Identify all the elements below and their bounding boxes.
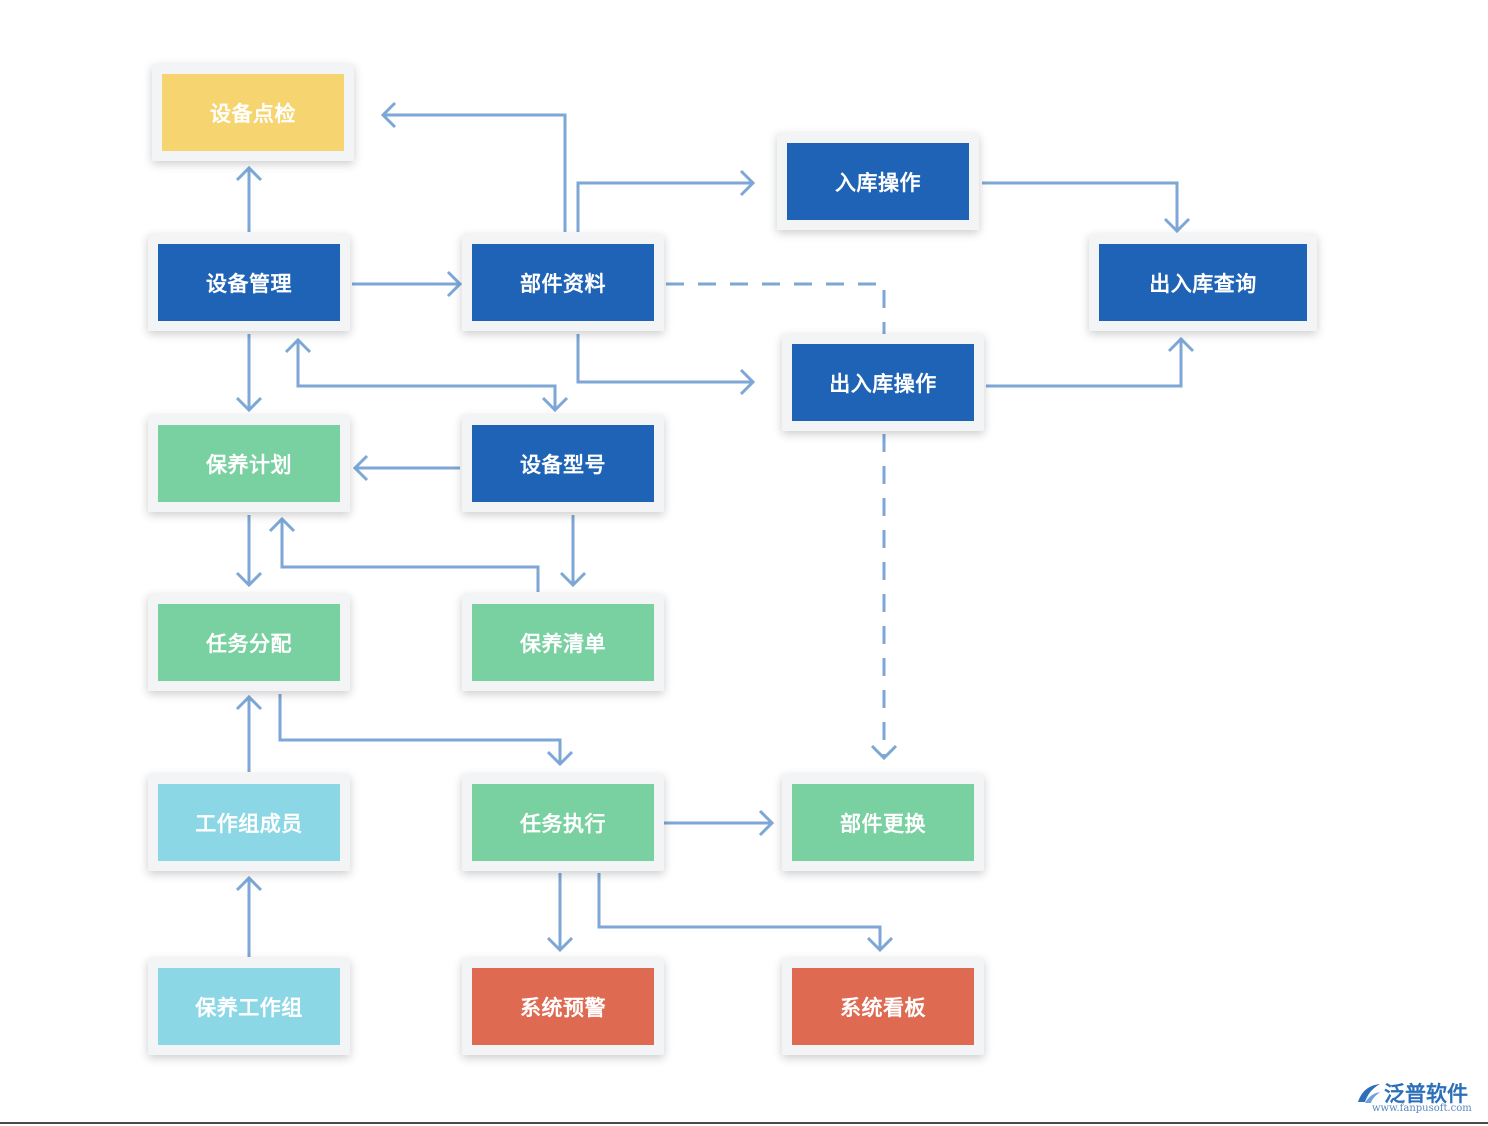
edge-assignment-to-execution	[278, 694, 574, 767]
node-task-execution[interactable]: 任务执行	[462, 774, 664, 871]
node-device-inspection[interactable]: 设备点检	[152, 64, 354, 161]
edge-parts-to-stock-inout	[576, 334, 756, 396]
node-label: 系统预警	[472, 968, 654, 1045]
node-stock-query[interactable]: 出入库查询	[1089, 234, 1317, 331]
node-parts-data[interactable]: 部件资料	[462, 234, 664, 331]
node-maintenance-plan[interactable]: 保养计划	[148, 415, 350, 512]
node-label: 保养计划	[158, 425, 340, 502]
node-stock-in[interactable]: 入库操作	[777, 133, 979, 230]
edge-plan-to-assignment	[235, 515, 263, 588]
node-label: 保养工作组	[158, 968, 340, 1045]
node-label: 部件更换	[792, 784, 974, 861]
node-label: 保养清单	[472, 604, 654, 681]
edge-parts-to-stock-in	[576, 169, 756, 232]
node-label: 系统看板	[792, 968, 974, 1045]
edge-members-to-assignment	[235, 694, 263, 772]
edge-parts-to-inspection	[380, 101, 567, 232]
node-label: 部件资料	[472, 244, 654, 321]
node-task-assignment[interactable]: 任务分配	[148, 594, 350, 691]
node-label: 工作组成员	[158, 784, 340, 861]
node-label: 任务分配	[158, 604, 340, 681]
node-maintenance-team[interactable]: 保养工作组	[148, 958, 350, 1055]
node-device-model[interactable]: 设备型号	[462, 415, 664, 512]
edge-execution-to-dashboard	[597, 873, 894, 953]
edge-replacement-arrowhead	[870, 744, 898, 761]
edge-model-to-plan	[352, 454, 460, 482]
node-part-replacement[interactable]: 部件更换	[782, 774, 984, 871]
edge-model-to-list	[559, 515, 587, 588]
brand-swoosh-icon	[1358, 1084, 1380, 1103]
node-maintenance-list[interactable]: 保养清单	[462, 594, 664, 691]
edge-management-to-parts	[352, 270, 463, 298]
edge-execution-to-replacement	[664, 809, 775, 837]
edge-list-to-plan	[268, 516, 540, 592]
bottom-divider	[0, 1122, 1488, 1124]
node-system-alert[interactable]: 系统预警	[462, 958, 664, 1055]
node-label: 设备型号	[472, 425, 654, 502]
node-stock-inout[interactable]: 出入库操作	[782, 334, 984, 431]
node-label: 设备管理	[158, 244, 340, 321]
node-system-dashboard[interactable]: 系统看板	[782, 958, 984, 1055]
node-team-members[interactable]: 工作组成员	[148, 774, 350, 871]
edge-management-to-inspection	[235, 165, 263, 232]
edge-stock-inout-to-query	[986, 336, 1195, 388]
node-label: 出入库查询	[1099, 244, 1307, 321]
node-label: 出入库操作	[792, 344, 974, 421]
edge-stock-in-to-query	[982, 181, 1191, 234]
edge-management-to-plan	[235, 334, 263, 413]
node-device-management[interactable]: 设备管理	[148, 234, 350, 331]
edge-execution-to-alert	[546, 873, 574, 953]
edge-parts-dashed-link	[666, 282, 886, 334]
node-label: 入库操作	[787, 143, 969, 220]
edge-team-to-members	[235, 875, 263, 957]
edge-management-model-link	[284, 337, 569, 413]
brand-name: 泛普软件	[1384, 1082, 1468, 1106]
watermark-logo: 泛普软件 www.fanpusoft.com	[1356, 1076, 1480, 1116]
node-label: 设备点检	[162, 74, 344, 151]
node-label: 任务执行	[472, 784, 654, 861]
brand-url: www.fanpusoft.com	[1372, 1103, 1472, 1114]
